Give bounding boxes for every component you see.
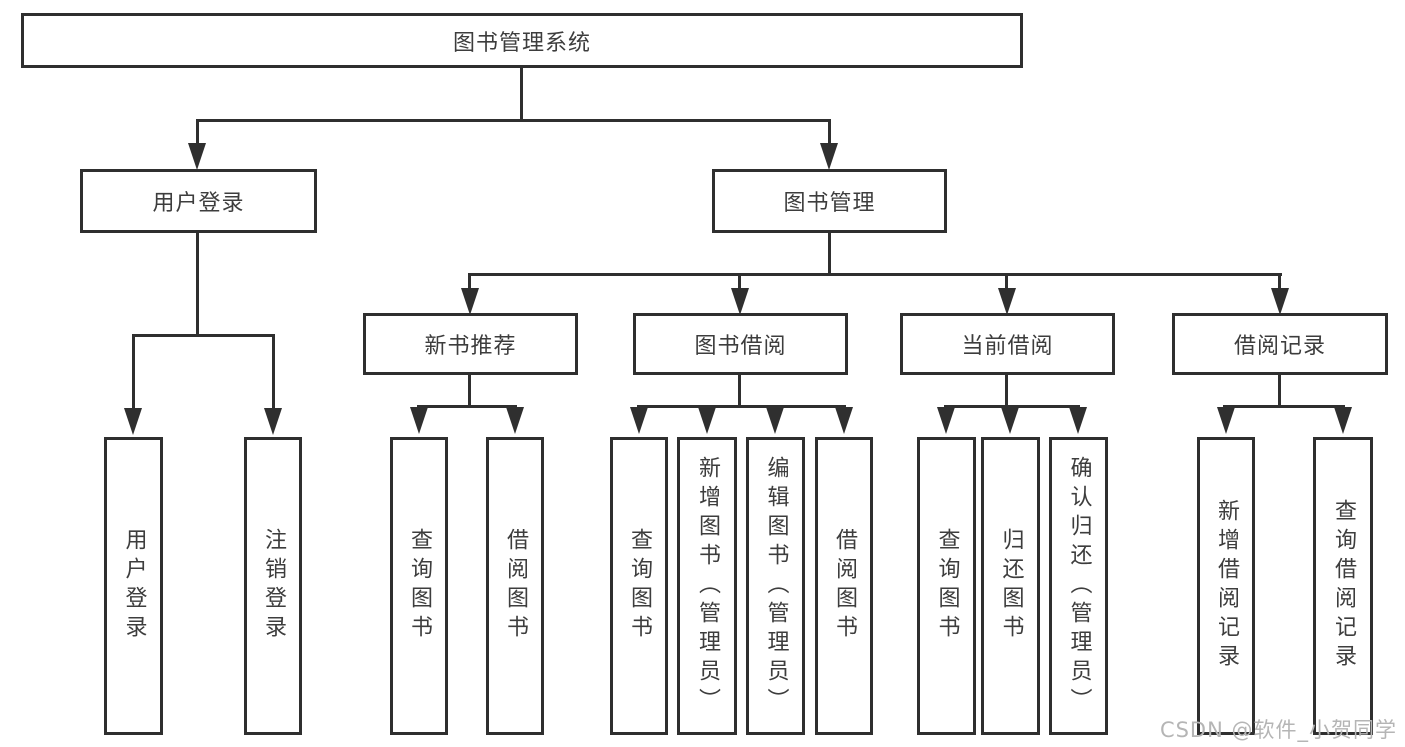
connector-line (828, 119, 831, 147)
arrow-down-icon (731, 288, 749, 315)
connector-line (1223, 405, 1345, 408)
arrow-down-icon (835, 407, 853, 434)
arrow-down-icon (998, 288, 1016, 315)
connector-line (197, 119, 831, 122)
node-borrowing-records: 借阅记录 (1172, 313, 1388, 375)
node-current-borrowing: 当前借阅 (900, 313, 1115, 375)
arrow-down-icon (506, 407, 524, 434)
arrow-down-icon (1271, 288, 1289, 315)
leaf-borrow-books: 借阅图书 (815, 437, 873, 735)
connector-line (1005, 273, 1008, 291)
leaf-label: 确认归还（管理员） (1066, 455, 1092, 717)
connector-line (738, 374, 741, 407)
connector-line (1005, 374, 1008, 407)
leaf-query-books-recommend: 查询图书 (390, 437, 448, 735)
arrow-down-icon (410, 407, 428, 434)
connector-line (1278, 273, 1281, 291)
arrow-down-icon (766, 407, 784, 434)
leaf-label: 查询借阅记录 (1331, 499, 1356, 673)
leaf-return-books: 归还图书 (981, 437, 1040, 735)
node-user-login: 用户登录 (80, 169, 317, 233)
leaf-add-borrow-record: 新增借阅记录 (1197, 437, 1255, 735)
connector-line (196, 119, 199, 147)
connector-line (469, 273, 1282, 276)
arrow-down-icon (264, 408, 282, 435)
arrow-down-icon (188, 143, 206, 170)
connector-line (468, 374, 471, 407)
connector-line (196, 232, 199, 336)
connector-line (132, 334, 135, 410)
arrow-down-icon (820, 143, 838, 170)
leaf-edit-books-admin: 编辑图书（管理员） (746, 437, 805, 735)
connector-line (1278, 374, 1281, 407)
connector-line (520, 68, 523, 122)
arrow-down-icon (1001, 407, 1019, 434)
arrow-down-icon (461, 288, 479, 315)
arrow-down-icon (1217, 407, 1235, 434)
leaf-query-borrow-record: 查询借阅记录 (1313, 437, 1373, 735)
arrow-down-icon (630, 407, 648, 434)
leaf-user-login: 用户登录 (104, 437, 163, 735)
leaf-label: 查询图书 (627, 528, 652, 644)
node-new-book-recommendation: 新书推荐 (363, 313, 578, 375)
leaf-label: 查询图书 (934, 528, 960, 644)
leaf-label: 借阅图书 (832, 528, 857, 644)
node-book-management: 图书管理 (712, 169, 947, 233)
connector-line (417, 405, 517, 408)
arrow-down-icon (1334, 407, 1352, 434)
leaf-label: 借阅图书 (503, 528, 528, 644)
leaf-label: 新增借阅记录 (1214, 499, 1239, 673)
leaf-label: 注销登录 (261, 528, 286, 644)
arrow-down-icon (124, 408, 142, 435)
arrow-down-icon (698, 407, 716, 434)
leaf-confirm-return-admin: 确认归还（管理员） (1049, 437, 1108, 735)
arrow-down-icon (1069, 407, 1087, 434)
leaf-add-books-admin: 新增图书（管理员） (677, 437, 737, 735)
node-root-library-management-system: 图书管理系统 (21, 13, 1023, 68)
connector-line (944, 405, 1080, 408)
leaf-label: 归还图书 (998, 528, 1024, 644)
leaf-label: 用户登录 (121, 528, 147, 644)
connector-line (637, 405, 846, 408)
connector-line (468, 273, 471, 291)
leaf-label: 新增图书（管理员） (695, 455, 720, 717)
connector-line (828, 232, 831, 275)
arrow-down-icon (937, 407, 955, 434)
leaf-logout: 注销登录 (244, 437, 302, 735)
leaf-query-books-current: 查询图书 (917, 437, 976, 735)
connector-line (738, 273, 741, 291)
csdn-watermark: CSDN @软件_小贺同学 (1159, 718, 1397, 742)
connector-line (272, 334, 275, 410)
leaf-label: 编辑图书（管理员） (763, 455, 789, 717)
leaf-borrow-books-recommend: 借阅图书 (486, 437, 544, 735)
connector-line (132, 334, 275, 337)
leaf-label: 查询图书 (407, 528, 432, 644)
node-book-borrowing: 图书借阅 (633, 313, 848, 375)
leaf-query-books-borrow: 查询图书 (610, 437, 668, 735)
